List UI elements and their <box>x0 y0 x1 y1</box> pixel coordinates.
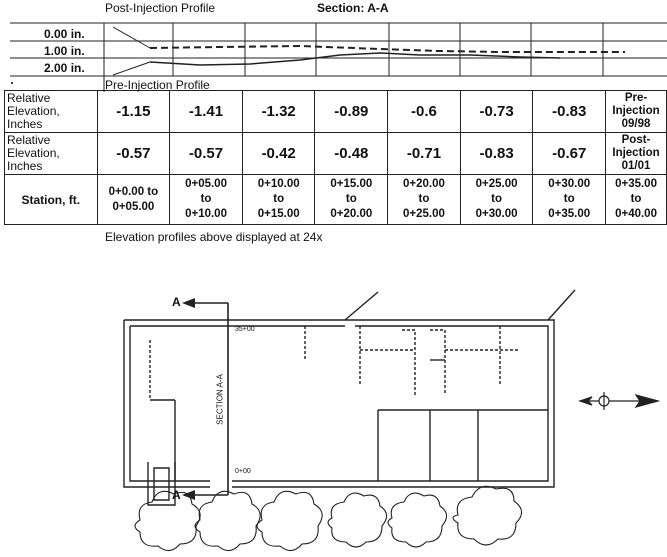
elevation-table: Relative Elevation, Inches -1.15 -1.41 -… <box>4 90 667 225</box>
table-row: Station, ft. 0+0.00 to 0+05.00 0+05.00 t… <box>4 174 667 225</box>
station-line: 0+20.00 <box>330 208 373 220</box>
post-injection-label: Post-Injection Profile <box>105 1 216 15</box>
pre-injection-profile-line <box>149 52 561 66</box>
table-cell: -0.83 <box>459 132 534 175</box>
section-marker-top: A <box>172 295 181 309</box>
station-line: 0+40.00 <box>615 208 657 220</box>
table-cell: -0.6 <box>387 90 461 133</box>
station-line: 0+20.00 <box>403 178 445 190</box>
tag-line: 01/01 <box>621 160 651 172</box>
station-cell: 0+35.00 to 0+40.00 <box>605 174 667 225</box>
bullet-dot <box>11 82 13 84</box>
station-line: 0+35.00 <box>615 178 657 190</box>
station-top-label: 35+00 <box>235 326 255 333</box>
table-cell: -0.83 <box>532 90 607 133</box>
section-marker-bottom: A <box>172 488 181 502</box>
station-cell: 0+20.00 to 0+25.00 <box>387 174 461 225</box>
station-line: to <box>418 193 430 205</box>
station-bottom-label: 0+00 <box>235 468 251 475</box>
depth-label-0: 0.00 in. <box>44 27 85 41</box>
station-line: 0+25.00 <box>475 178 518 190</box>
row-header: Relative Elevation, Inches <box>4 132 98 175</box>
table-row: Relative Elevation, Inches -0.57 -0.57 -… <box>4 132 667 175</box>
station-line: 0+10.00 <box>185 208 227 220</box>
phase-tag: Pre- Injection 09/98 <box>605 90 667 133</box>
section-title: Section: A-A <box>317 1 389 15</box>
station-cell: 0+05.00 to 0+10.00 <box>169 174 243 225</box>
station-line: 0+35.00 <box>548 208 591 220</box>
station-cell: 0+15.00 to 0+20.00 <box>314 174 389 225</box>
table-cell: -0.73 <box>459 90 534 133</box>
table-cell: -0.42 <box>241 132 316 175</box>
station-cell: 0+10.00 to 0+15.00 <box>241 174 316 225</box>
station-line: 0+05.00 <box>185 178 227 190</box>
tree-icons <box>134 485 523 552</box>
station-line: 0+15.00 <box>257 208 300 220</box>
station-line: 0+25.00 <box>403 208 445 220</box>
phase-tag: Post- Injection 01/01 <box>605 132 667 175</box>
table-row: Relative Elevation, Inches -1.15 -1.41 -… <box>4 90 667 133</box>
station-cell: 0+25.00 to 0+30.00 <box>459 174 534 225</box>
table-cell: -1.32 <box>241 90 316 133</box>
station-line: to <box>630 193 642 205</box>
tag-line: 09/98 <box>621 118 651 130</box>
station-line: to <box>200 193 212 205</box>
depth-label-1: 1.00 in. <box>44 44 85 58</box>
station-line: 0+0.00 to <box>108 185 159 198</box>
table-cell: -0.71 <box>387 132 461 175</box>
station-line: to <box>491 193 503 205</box>
station-line: 0+30.00 <box>475 208 518 220</box>
station-line: 0+05.00 <box>112 200 155 213</box>
station-cell: 0+0.00 to 0+05.00 <box>96 174 171 225</box>
station-line: to <box>273 193 285 205</box>
station-line: to <box>563 193 575 205</box>
post-injection-profile-line <box>149 44 625 53</box>
pre-injection-label: Pre-Injection Profile <box>105 78 210 92</box>
row-header: Relative Elevation, Inches <box>4 90 98 133</box>
depth-label-2: 2.00 in. <box>44 61 85 75</box>
station-line: 0+15.00 <box>330 178 373 190</box>
north-arrow-icon <box>578 392 661 410</box>
table-cell: -0.89 <box>314 90 389 133</box>
tag-line: Post- <box>621 134 651 146</box>
table-cell: -0.57 <box>96 132 171 175</box>
station-cell: 0+30.00 to 0+35.00 <box>532 174 607 225</box>
tag-line: Injection <box>612 105 660 117</box>
station-line: 0+30.00 <box>548 178 591 190</box>
station-line: to <box>345 193 357 205</box>
table-cell: -1.15 <box>96 90 171 133</box>
table-cell: -0.48 <box>314 132 389 175</box>
station-header: Station, ft. <box>4 174 98 225</box>
section-line-label: SECTION A-A <box>215 374 225 425</box>
tag-line: Pre- <box>624 92 648 104</box>
table-cell: -0.67 <box>532 132 607 175</box>
station-line: 0+10.00 <box>257 178 300 190</box>
table-cell: -1.41 <box>169 90 243 133</box>
tag-line: Injection <box>612 147 660 159</box>
elevation-footnote: Elevation profiles above displayed at 24… <box>105 230 323 244</box>
table-cell: -0.57 <box>169 132 243 175</box>
